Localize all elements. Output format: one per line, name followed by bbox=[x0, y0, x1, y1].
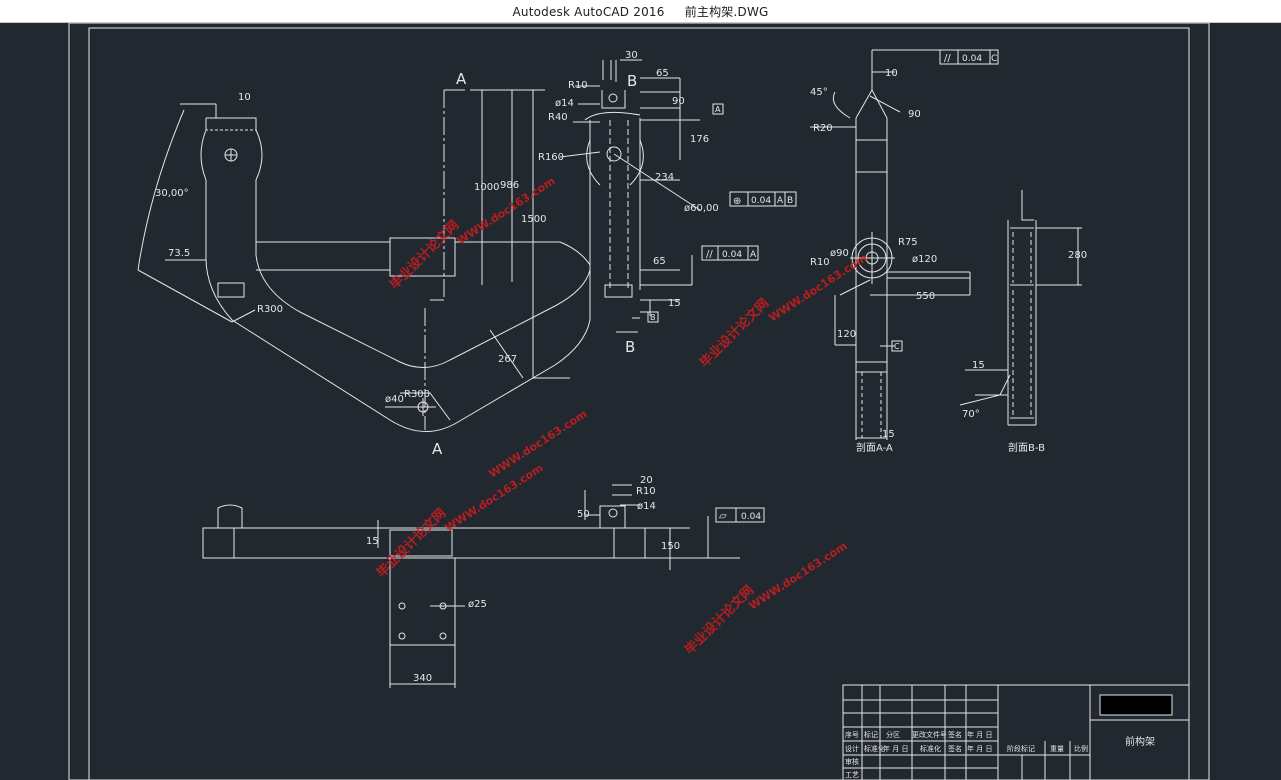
gdt-datum-a: A bbox=[715, 105, 721, 114]
app-name: Autodesk AutoCAD 2016 bbox=[512, 5, 665, 19]
gdt-position-symbol: ⊕ bbox=[733, 196, 741, 207]
dim-bb-280: 280 bbox=[1068, 250, 1087, 261]
sheet-frame-inner bbox=[88, 27, 1190, 780]
section-b-top-label: B bbox=[627, 72, 637, 90]
dim-15-mid: 15 bbox=[668, 298, 681, 309]
tb-header-2: 分区 bbox=[886, 730, 900, 739]
dim-phi40: ø40 bbox=[385, 394, 404, 405]
dim-65-top: 65 bbox=[656, 68, 669, 79]
dim-side-120: 120 bbox=[837, 329, 856, 340]
dim-side-45: 45° bbox=[810, 87, 828, 98]
gdt-par-a-datum: A bbox=[750, 250, 757, 260]
tb-header-5: 年 月 日 bbox=[967, 730, 992, 739]
sheet-frame-outer bbox=[68, 23, 1210, 780]
dim-30: 30 bbox=[625, 50, 638, 61]
dim-30-angle: 30,00° bbox=[155, 188, 189, 199]
dim-side-phi120: ø120 bbox=[912, 254, 937, 265]
gdt-flat-tol: 0.04 bbox=[741, 512, 761, 522]
dim-176: 176 bbox=[690, 134, 709, 145]
tb-scale: 比例 bbox=[1074, 744, 1088, 753]
dim-bottom-50: 50 bbox=[577, 509, 590, 520]
gdt-datum-c: C bbox=[894, 342, 900, 351]
dim-10-top: 10 bbox=[238, 92, 251, 103]
front-view[interactable] bbox=[137, 59, 701, 432]
tb-design-0: 设计 bbox=[845, 744, 859, 753]
dim-r300-left: R300 bbox=[257, 304, 283, 315]
tb-design-2: 年 月 日 bbox=[883, 744, 908, 753]
section-a-bottom-label: A bbox=[432, 440, 443, 458]
dim-side-15: 15 bbox=[882, 429, 895, 440]
tb-header-0: 序号 bbox=[845, 730, 859, 739]
tb-header-3: 更改文件号 bbox=[912, 730, 947, 739]
gdt-par-a-tol: 0.04 bbox=[722, 250, 742, 260]
dim-bottom-15: 15 bbox=[366, 536, 379, 547]
tb-design-5: 年 月 日 bbox=[967, 744, 992, 753]
dim-phi60: ø60,00 bbox=[684, 203, 719, 214]
window-titlebar: Autodesk AutoCAD 2016 前主构架.DWG bbox=[0, 0, 1281, 23]
dim-r160: R160 bbox=[538, 152, 564, 163]
dim-1500: 1500 bbox=[521, 214, 546, 225]
dim-bottom-r10: R10 bbox=[636, 486, 656, 497]
tb-check: 审核 bbox=[845, 757, 859, 766]
dim-phi14: ø14 bbox=[555, 98, 574, 109]
tb-stage: 阶段标记 bbox=[1007, 744, 1035, 753]
section-aa-label: 剖面A-A bbox=[856, 441, 893, 454]
file-name: 前主构架.DWG bbox=[684, 5, 769, 19]
dim-side-r75: R75 bbox=[898, 237, 918, 248]
gdt-parallel-symbol: // bbox=[944, 53, 951, 64]
gdt-par-c-tol: 0.04 bbox=[962, 54, 982, 64]
dim-r10: R10 bbox=[568, 80, 588, 91]
tb-header-1: 标记 bbox=[864, 730, 878, 739]
dim-986: 986 bbox=[500, 180, 519, 191]
gdt-pos-ab-datum2: B bbox=[787, 196, 793, 206]
drawing-canvas[interactable]: A A B B 剖面A-A 剖面B-B 10 30,00° 73.5 R300 … bbox=[0, 23, 1281, 780]
tb-design-1: 标准化 bbox=[864, 744, 885, 753]
dim-side-r10: R10 bbox=[810, 257, 830, 268]
dim-side-phi90: ø90 bbox=[830, 248, 849, 259]
dim-side-90: 90 bbox=[908, 109, 921, 120]
section-b-bottom-label: B bbox=[625, 338, 635, 356]
section-bb-view[interactable] bbox=[959, 190, 1082, 426]
dim-r300-bottom: R300 bbox=[404, 389, 430, 400]
gdt-parallel-symbol-2: // bbox=[706, 249, 713, 260]
gdt-pos-ab-tol: 0.04 bbox=[751, 196, 771, 206]
dim-73-5: 73.5 bbox=[168, 248, 190, 259]
tb-weight: 重量 bbox=[1050, 745, 1064, 753]
gdt-par-c-datum: C bbox=[991, 54, 997, 64]
gdt-flatness-symbol: ▱ bbox=[719, 511, 727, 522]
tb-header-4: 签名 bbox=[948, 730, 962, 739]
dim-bottom-150: 150 bbox=[661, 541, 680, 552]
gdt-pos-ab-datum1: A bbox=[777, 196, 784, 206]
dim-234: 234 bbox=[655, 172, 674, 183]
window-title: Autodesk AutoCAD 2016 前主构架.DWG bbox=[0, 3, 1281, 20]
dim-side-10: 10 bbox=[885, 68, 898, 79]
dim-bottom-340: 340 bbox=[413, 673, 432, 684]
dim-bottom-phi25: ø25 bbox=[468, 599, 487, 610]
dim-90: 90 bbox=[672, 96, 685, 107]
dim-bottom-phi14: ø14 bbox=[637, 501, 656, 512]
tb-craft: 工艺 bbox=[845, 771, 859, 779]
dim-65-mid: 65 bbox=[653, 256, 666, 267]
dim-267: 267 bbox=[498, 354, 517, 365]
dim-bb-15: 15 bbox=[972, 360, 985, 371]
dim-side-r20: R20 bbox=[813, 123, 833, 134]
tb-design-3: 标准化 bbox=[920, 744, 941, 753]
title-block[interactable] bbox=[842, 684, 1190, 780]
section-bb-label: 剖面B-B bbox=[1008, 441, 1045, 454]
section-aa-view[interactable] bbox=[810, 49, 971, 440]
dim-side-550: 550 bbox=[916, 291, 935, 302]
section-a-top-label: A bbox=[456, 70, 467, 88]
dim-bottom-20: 20 bbox=[640, 475, 653, 486]
tb-drawing-name: 前构架 bbox=[1125, 735, 1155, 748]
gdt-datum-b: B bbox=[650, 313, 656, 322]
dim-r40: R40 bbox=[548, 112, 568, 123]
dim-1000: 1000 bbox=[474, 182, 499, 193]
dim-bb-70: 70° bbox=[962, 409, 980, 420]
bottom-view[interactable] bbox=[202, 484, 740, 688]
tb-design-4: 签名 bbox=[948, 744, 962, 753]
